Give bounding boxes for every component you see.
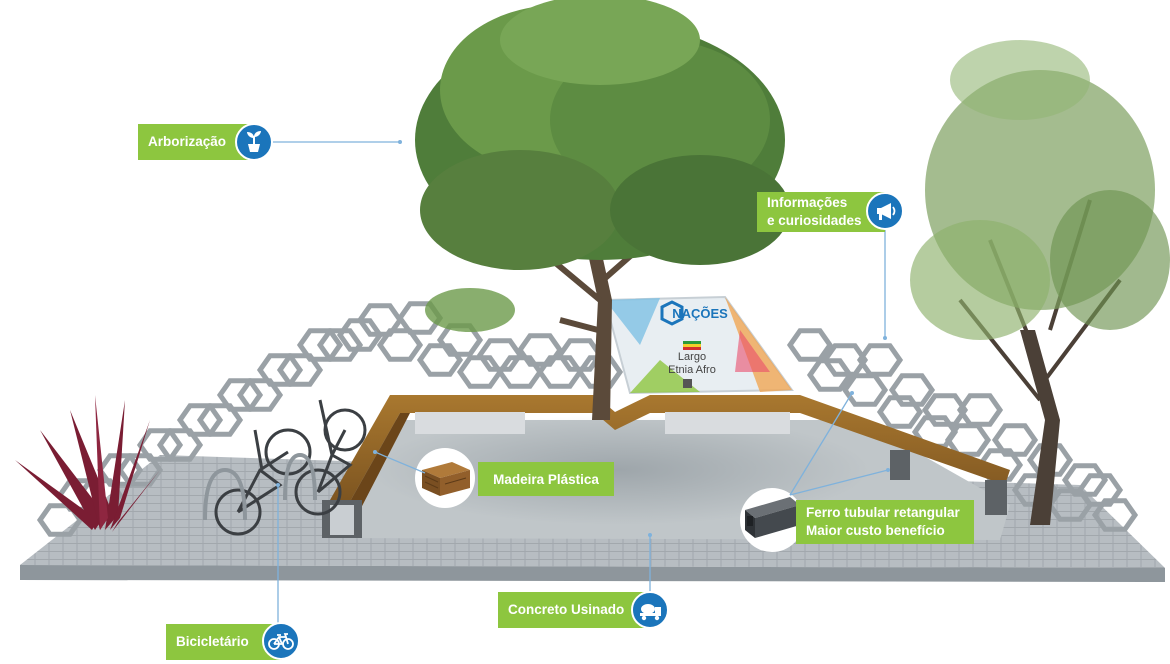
- hex-cell: [456, 355, 504, 389]
- hex-cell: [944, 423, 992, 457]
- hex-cell: [888, 373, 936, 407]
- wood-plank-sample: [415, 448, 475, 508]
- red-foliage-plants: [15, 395, 160, 532]
- label-ferro-tubular: Ferro tubular retangular Maior custo ben…: [796, 500, 974, 544]
- bicycle-icon: [262, 622, 300, 660]
- label-informacoes: Informações e curiosidades: [757, 192, 885, 232]
- central-tree: [415, 0, 790, 420]
- hex-cell: [1091, 498, 1139, 532]
- bike-rack-and-bicycles: [203, 399, 367, 536]
- hex-cell: [556, 338, 604, 372]
- hex-cell: [841, 373, 889, 407]
- hex-cell: [1076, 473, 1124, 507]
- hex-cell: [856, 343, 904, 377]
- hex-cell: [991, 423, 1039, 457]
- label-ferro-tubular-line2: Maior custo benefício: [806, 523, 945, 538]
- label-ferro-tubular-line1: Ferro tubular retangular: [806, 505, 960, 520]
- hex-cell: [496, 355, 544, 389]
- hex-cell: [296, 328, 344, 362]
- label-arborizacao: Arborização: [138, 124, 254, 160]
- hex-cell: [516, 333, 564, 367]
- label-bicicletario: Bicicletário: [166, 624, 282, 660]
- hex-cell: [911, 415, 959, 449]
- label-arborizacao-text: Arborização: [148, 134, 227, 149]
- label-concreto-usinado-text: Concreto Usinado: [508, 602, 625, 617]
- plant-pot-icon: [235, 123, 273, 161]
- hex-cell: [176, 403, 224, 437]
- label-madeira-plastica-text: Madeira Plástica: [493, 472, 599, 487]
- sign-title-line1: Largo: [677, 351, 707, 363]
- hex-cell: [956, 393, 1004, 427]
- wooden-bench: [322, 395, 1010, 538]
- hex-cell: [256, 353, 304, 387]
- sign-title-line2: Etnia Afro: [668, 364, 716, 376]
- hex-cell: [1026, 443, 1074, 477]
- steel-tube-sample: [740, 488, 804, 552]
- label-madeira-plastica: Madeira Plástica: [478, 462, 614, 496]
- hex-cell: [316, 328, 364, 362]
- hex-cell: [336, 318, 384, 352]
- hex-cell: [476, 338, 524, 372]
- hex-cell: [216, 378, 264, 412]
- leader-lines: [272, 141, 889, 624]
- right-tree: [910, 40, 1170, 525]
- hex-cell: [921, 393, 969, 427]
- megaphone-icon: [866, 192, 904, 230]
- concrete-mixer-truck-icon: [631, 591, 669, 629]
- label-concreto-usinado: Concreto Usinado: [498, 592, 650, 628]
- hex-cell: [876, 395, 924, 429]
- info-sign-panel: [603, 295, 794, 395]
- sign-brand-name: NAÇÕES: [672, 306, 728, 321]
- label-bicicletario-text: Bicicletário: [176, 634, 249, 649]
- hex-cell: [1061, 463, 1109, 497]
- hex-cell: [376, 328, 424, 362]
- hex-cell: [536, 355, 584, 389]
- label-informacoes-line2: e curiosidades: [767, 213, 862, 228]
- hex-cell: [136, 428, 184, 462]
- hex-cell: [786, 328, 834, 362]
- leader-line-dots: [276, 140, 890, 537]
- hex-cell: [416, 343, 464, 377]
- hex-cell: [806, 358, 854, 392]
- label-informacoes-line1: Informações: [767, 195, 848, 210]
